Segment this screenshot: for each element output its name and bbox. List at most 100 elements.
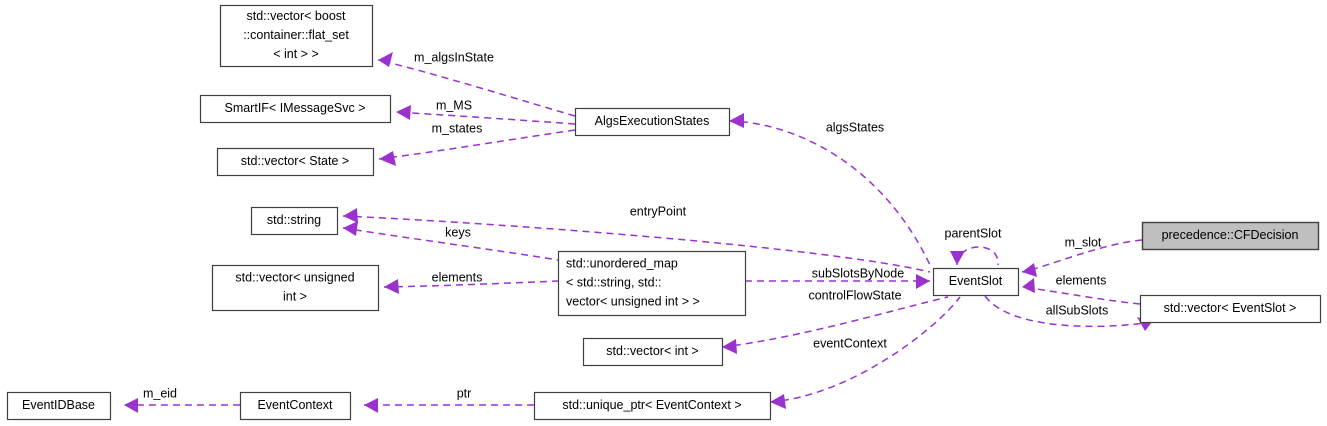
- edge-e-elements-slot: [1021, 278, 1141, 305]
- arrowhead-icon: [722, 339, 737, 354]
- edge-line: [377, 59, 576, 117]
- edge-e-m_algsInState: [377, 52, 576, 117]
- arrowhead-icon: [1022, 278, 1035, 293]
- edge-label: m_states: [432, 121, 483, 135]
- node-event_slot[interactable]: EventSlot: [932, 267, 1020, 297]
- node-label: < std::string, std::: [566, 275, 662, 289]
- edge-e-elements-map: [383, 279, 559, 294]
- node-box[interactable]: [219, 4, 374, 68]
- edge-line: [956, 246, 999, 266]
- node-label: std::vector< State >: [241, 154, 349, 168]
- edge-label: elements: [1056, 273, 1107, 287]
- edge-label: controlFlowState: [808, 288, 901, 302]
- node-box[interactable]: [557, 250, 747, 317]
- edge-line: [395, 111, 576, 125]
- edge-line: [984, 295, 1153, 328]
- node-cf_decision[interactable]: precedence::CFDecision: [1141, 221, 1320, 251]
- node-unique_ptr_ctx[interactable]: std::unique_ptr< EventContext >: [533, 391, 772, 421]
- edge-e-controlFlowState: [721, 296, 949, 354]
- edge-line: [342, 215, 931, 273]
- node-label: std::vector< boost: [246, 9, 346, 23]
- edge-e-eventContext: [769, 296, 961, 409]
- edge-label: m_slot: [1065, 235, 1102, 249]
- node-label: EventIDBase: [22, 398, 95, 412]
- arrowhead-icon: [396, 105, 411, 120]
- node-vec_eventslot[interactable]: std::vector< EventSlot >: [1139, 294, 1322, 324]
- node-label: precedence::CFDecision: [1162, 228, 1299, 242]
- node-vec_state[interactable]: std::vector< State >: [216, 147, 375, 177]
- edge-label: parentSlot: [945, 226, 1003, 240]
- edge-line: [383, 280, 559, 288]
- edge-label: m_eid: [143, 386, 177, 400]
- node-box[interactable]: [574, 107, 731, 137]
- node-label: std::vector< unsigned: [235, 270, 354, 284]
- node-box[interactable]: [1139, 294, 1322, 324]
- node-label: < int > >: [273, 47, 319, 61]
- node-box[interactable]: [250, 206, 339, 236]
- arrowhead-icon: [378, 52, 393, 67]
- node-event_id_base[interactable]: EventIDBase: [6, 391, 112, 421]
- node-box[interactable]: [6, 391, 112, 421]
- arrowhead-icon: [770, 394, 786, 409]
- edge-line: [342, 227, 559, 261]
- nodes-layer: std::vector< boost::container::flat_set<…: [6, 4, 1322, 421]
- node-event_context[interactable]: EventContext: [239, 391, 352, 421]
- node-box[interactable]: [582, 337, 724, 367]
- node-label: std::vector< int >: [606, 344, 698, 358]
- edge-e-subSlotsByNode: [745, 274, 930, 289]
- node-label: std::vector< EventSlot >: [1164, 301, 1297, 315]
- arrowhead-icon: [1022, 263, 1037, 277]
- edge-e-algsStates: [728, 113, 931, 266]
- arrowhead-icon: [364, 398, 378, 413]
- edge-line: [728, 120, 931, 266]
- edge-e-m_slot: [1021, 239, 1143, 277]
- node-unordered_map[interactable]: std::unordered_map< std::string, std::ve…: [557, 250, 747, 317]
- arrowhead-icon: [124, 398, 138, 413]
- node-label: int >: [283, 289, 307, 303]
- arrowhead-icon: [916, 274, 930, 289]
- node-box[interactable]: [216, 147, 375, 177]
- node-box[interactable]: [239, 391, 352, 421]
- edge-label: ptr: [457, 386, 472, 400]
- node-label: std::unordered_map: [566, 256, 678, 270]
- edge-label: eventContext: [813, 336, 887, 350]
- node-box[interactable]: [533, 391, 772, 421]
- node-box[interactable]: [211, 264, 380, 312]
- edge-e-parentSlot: [950, 246, 999, 266]
- edge-e-entryPoint: [342, 208, 931, 273]
- node-box[interactable]: [932, 267, 1020, 297]
- node-box[interactable]: [1141, 221, 1320, 251]
- node-label: EventContext: [257, 398, 333, 412]
- edge-line: [1021, 286, 1141, 305]
- edge-label: allSubSlots: [1046, 303, 1109, 317]
- edge-label: m_algsInState: [414, 50, 494, 64]
- node-label: ::container::flat_set: [243, 28, 349, 42]
- edge-e-m_states: [378, 129, 576, 166]
- arrowhead-icon: [343, 208, 358, 223]
- edge-label: keys: [445, 225, 471, 239]
- arrowhead-icon: [379, 151, 396, 166]
- edge-label: m_MS: [436, 98, 472, 112]
- node-vec_int[interactable]: std::vector< int >: [582, 337, 724, 367]
- node-label: SmartIF< IMessageSvc >: [224, 101, 365, 115]
- node-label: EventSlot: [949, 274, 1003, 288]
- node-label: std::unique_ptr< EventContext >: [562, 398, 741, 412]
- node-smartif[interactable]: SmartIF< IMessageSvc >: [199, 94, 392, 124]
- node-vec_flatset[interactable]: std::vector< boost::container::flat_set<…: [219, 4, 374, 68]
- arrowhead-icon: [343, 221, 358, 236]
- arrowhead-icon: [384, 279, 399, 294]
- edge-label: entryPoint: [630, 204, 687, 218]
- edge-e-m_MS: [395, 105, 576, 125]
- edge-e-keys: [342, 221, 559, 261]
- node-algs_exec_states[interactable]: AlgsExecutionStates: [574, 107, 731, 137]
- node-std_string[interactable]: std::string: [250, 206, 339, 236]
- edge-line: [769, 296, 961, 403]
- node-box[interactable]: [199, 94, 392, 124]
- edge-e-m_eid: [124, 398, 240, 413]
- arrowhead-icon: [950, 251, 965, 265]
- edge-line: [721, 296, 949, 348]
